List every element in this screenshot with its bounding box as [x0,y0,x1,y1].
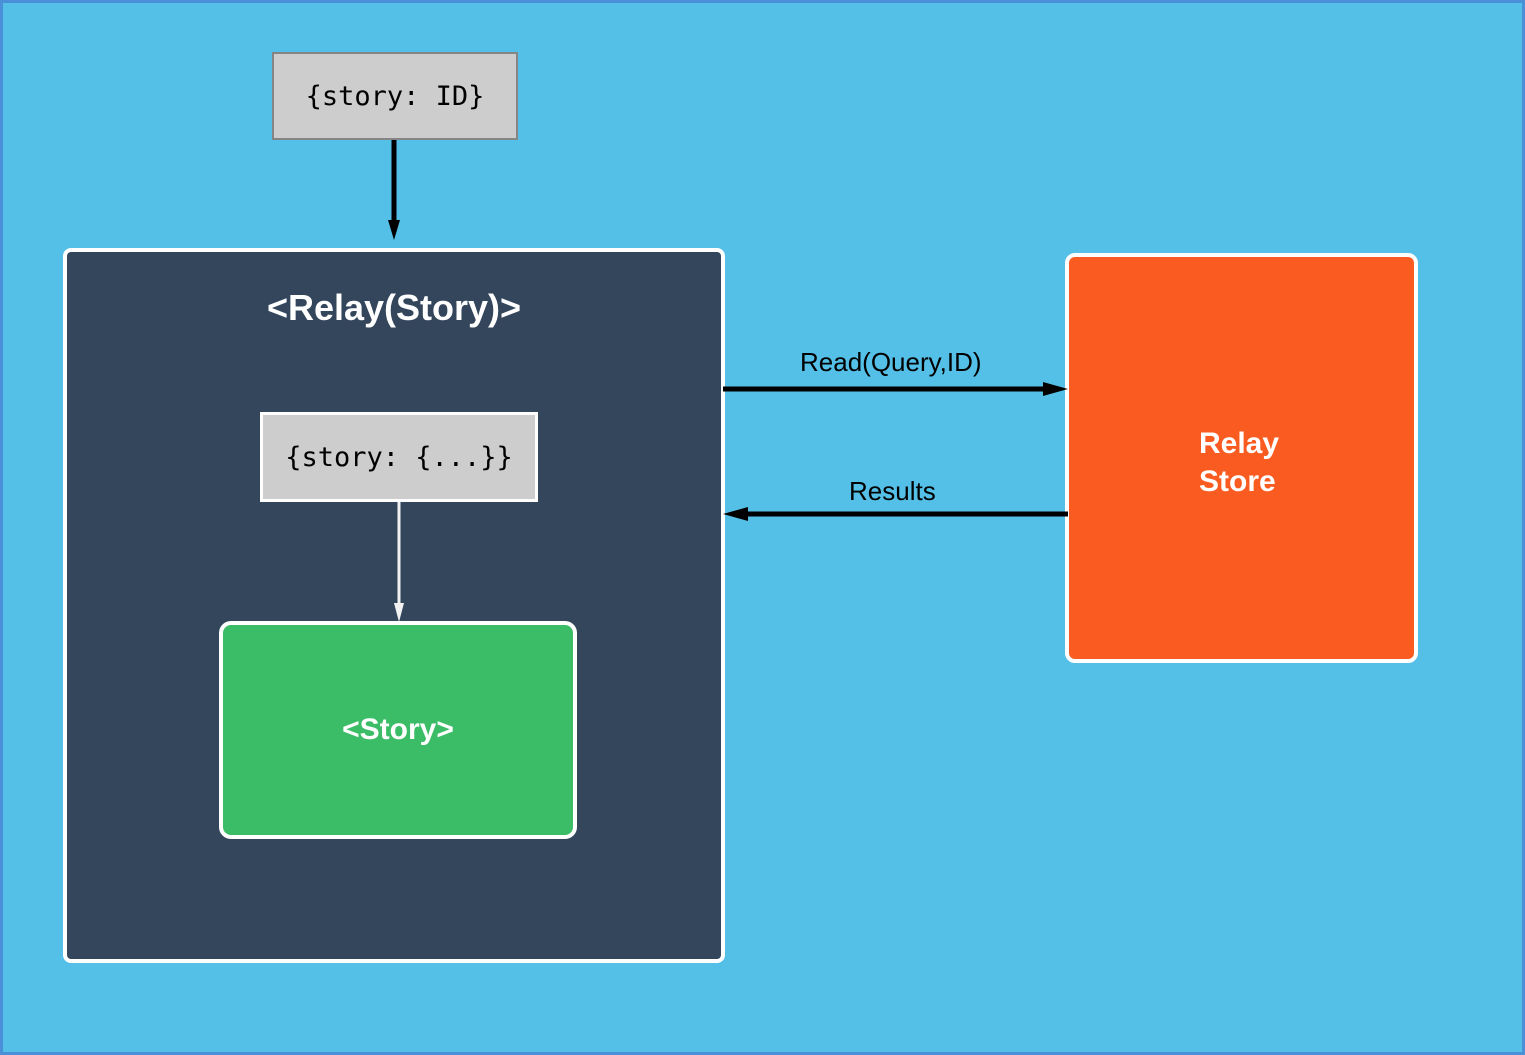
arrow-down-black-icon [388,140,400,240]
story-component-box: <Story> [219,621,577,839]
arrow-right-icon [723,382,1068,396]
arrow-down-white-icon [394,502,404,622]
arrow-relay-to-store [723,381,1068,397]
props-box-story-object-label: {story: {...}} [285,441,513,473]
arrow-left-icon [723,507,1068,521]
relay-story-title: <Relay(Story)> [266,287,522,328]
arrow-props-to-relay [388,140,400,240]
edge-label-results: Results [849,476,936,506]
arrow-props-to-story [393,502,405,622]
props-box-story-id: {story: ID} [272,52,518,140]
props-box-story-id-label: {story: ID} [305,80,485,112]
edge-label-read-query: Read(Query,ID) [800,347,982,377]
relay-store-label: Relay Store [1199,427,1280,498]
story-component-label: <Story> [342,713,454,746]
arrow-store-to-relay [723,506,1068,522]
props-box-story-object: {story: {...}} [260,412,538,502]
relay-story-container: <Relay(Story)> {story: {...}} <Story> [63,248,725,963]
relay-store-box: Relay Store [1065,253,1418,663]
